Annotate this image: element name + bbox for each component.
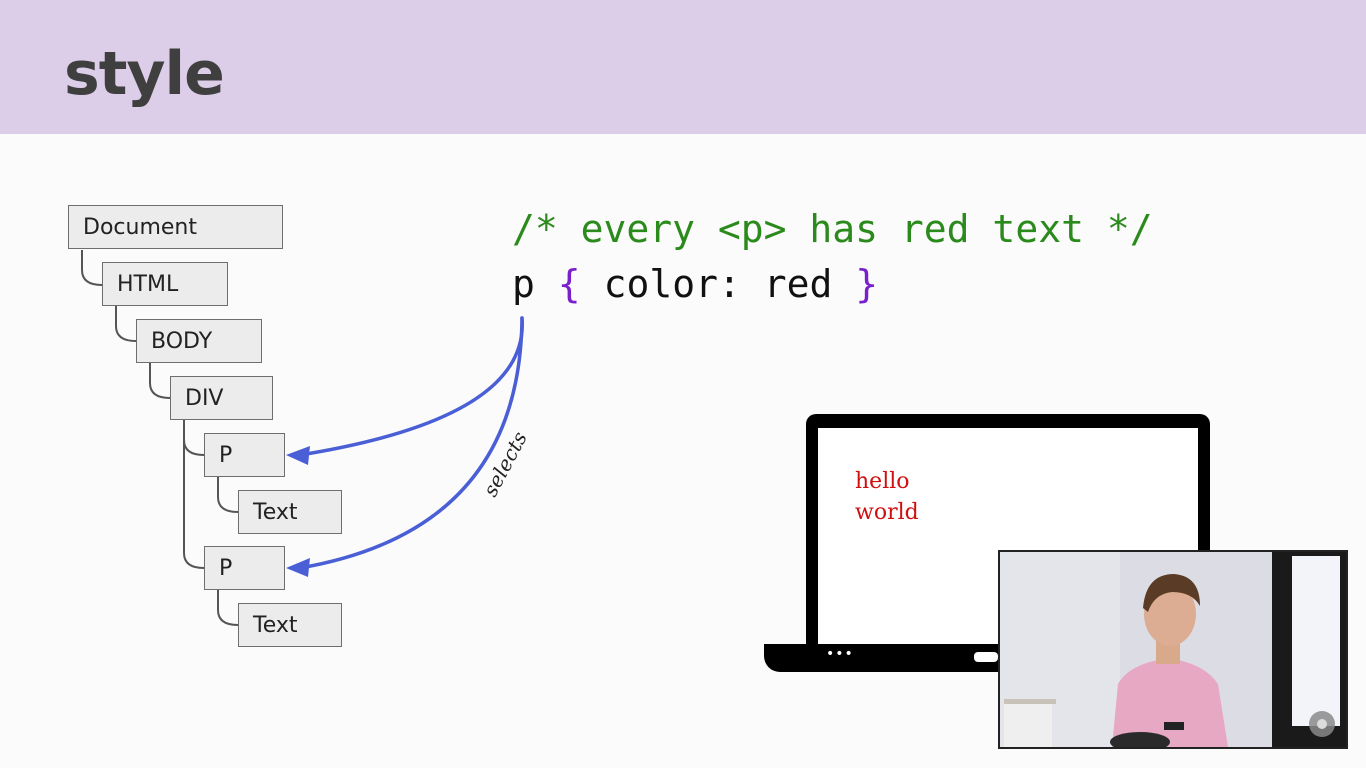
- tree-node-document: Document: [68, 205, 283, 249]
- speaker-video: [998, 550, 1348, 749]
- laptop-dots: •••: [826, 646, 854, 662]
- tree-node-p-2: P: [204, 546, 285, 590]
- css-open-brace: {: [557, 262, 581, 306]
- speaker-video-frame: [1000, 552, 1346, 747]
- arrow-to-p1: [298, 316, 524, 457]
- css-rule: p { color: red }: [512, 257, 878, 311]
- laptop-notch: [974, 652, 998, 662]
- css-declaration: color: red: [603, 262, 833, 306]
- tree-node-text-1: Text: [238, 490, 342, 534]
- slide-title: style: [64, 39, 225, 109]
- arrow-to-p2: [298, 316, 524, 570]
- tree-node-div: DIV: [170, 376, 273, 420]
- tree-node-text-2: Text: [238, 603, 342, 647]
- arrowhead-p2: [286, 558, 310, 577]
- css-selector: p: [512, 262, 535, 306]
- output-line-1: hello: [855, 469, 910, 494]
- output-line-2: world: [855, 500, 919, 525]
- css-comment: /* every <p> has red text */: [512, 207, 1153, 251]
- slide-header: [0, 0, 1366, 134]
- arrowhead-p1: [286, 446, 310, 465]
- tree-node-html: HTML: [102, 262, 228, 306]
- tree-node-body: BODY: [136, 319, 262, 363]
- css-close-brace: }: [855, 262, 879, 306]
- rendered-output: hello world: [855, 466, 919, 528]
- tree-node-p-1: P: [204, 433, 285, 477]
